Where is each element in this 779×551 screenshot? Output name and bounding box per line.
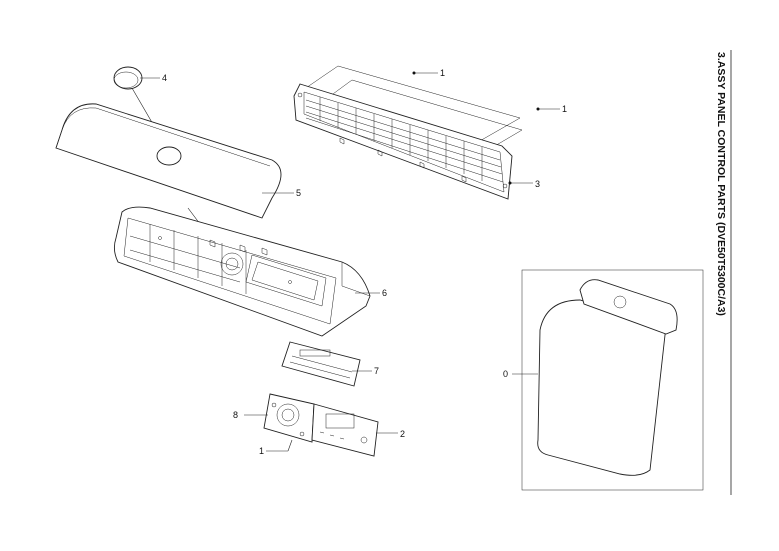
grille-grid: [305, 97, 504, 183]
part-3-trim-grille: [293, 65, 523, 200]
callout-2: 2: [400, 429, 405, 439]
callout-5: 5: [296, 188, 301, 198]
part-2-main-pcb: [311, 403, 379, 457]
frame-ribs: [129, 224, 247, 294]
callout-6: 6: [382, 288, 387, 298]
part-0-assembly-box: [521, 269, 704, 491]
part-8-knob-pcb: [263, 393, 315, 443]
callout-1-right: 1: [562, 104, 567, 114]
callout-1-bottom: 1: [259, 446, 264, 456]
knob-hole: [156, 146, 182, 166]
callout-0: 0: [503, 369, 508, 379]
callout-8: 8: [233, 410, 238, 420]
callout-7: 7: [374, 366, 379, 376]
diagram-title: 3.ASSY PANEL CONTROL PARTS (DVE50T5300C/…: [715, 52, 727, 316]
part-4-knob-cap: [113, 66, 143, 90]
callout-3: 3: [535, 179, 540, 189]
callout-1-top: 1: [440, 68, 445, 78]
part-7-overlay-sheet: [281, 341, 361, 387]
part-5-panel-cover: [55, 103, 282, 219]
callout-4: 4: [162, 73, 167, 83]
part-6-panel-frame: [113, 206, 371, 337]
